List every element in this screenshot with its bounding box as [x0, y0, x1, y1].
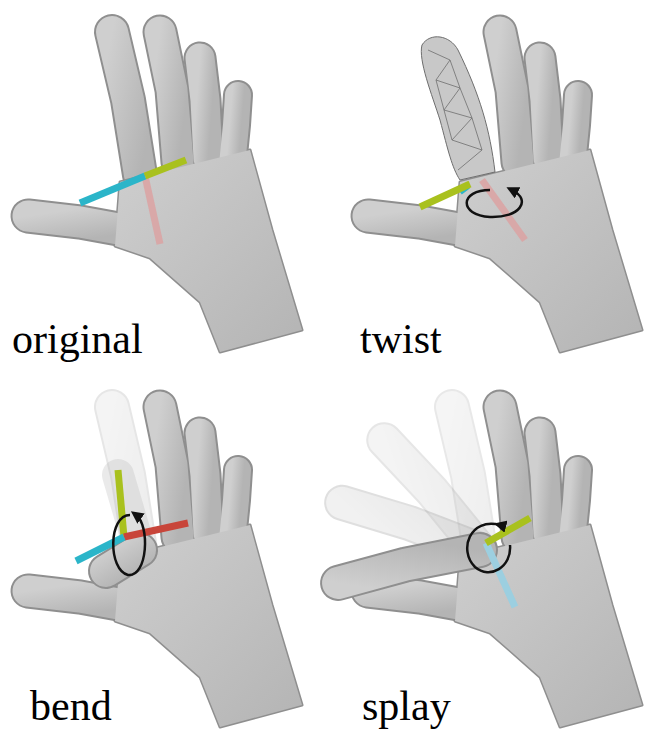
bend-panel: [28, 407, 302, 727]
panel-label: original: [12, 316, 143, 362]
panel-label: splay: [362, 683, 451, 729]
wireframe-finger: [421, 37, 495, 180]
splay-panel: [337, 407, 642, 727]
twist-panel: [368, 32, 642, 352]
panel-label: twist: [360, 316, 442, 362]
panel-label: bend: [30, 683, 112, 729]
original-panel: [28, 32, 302, 352]
